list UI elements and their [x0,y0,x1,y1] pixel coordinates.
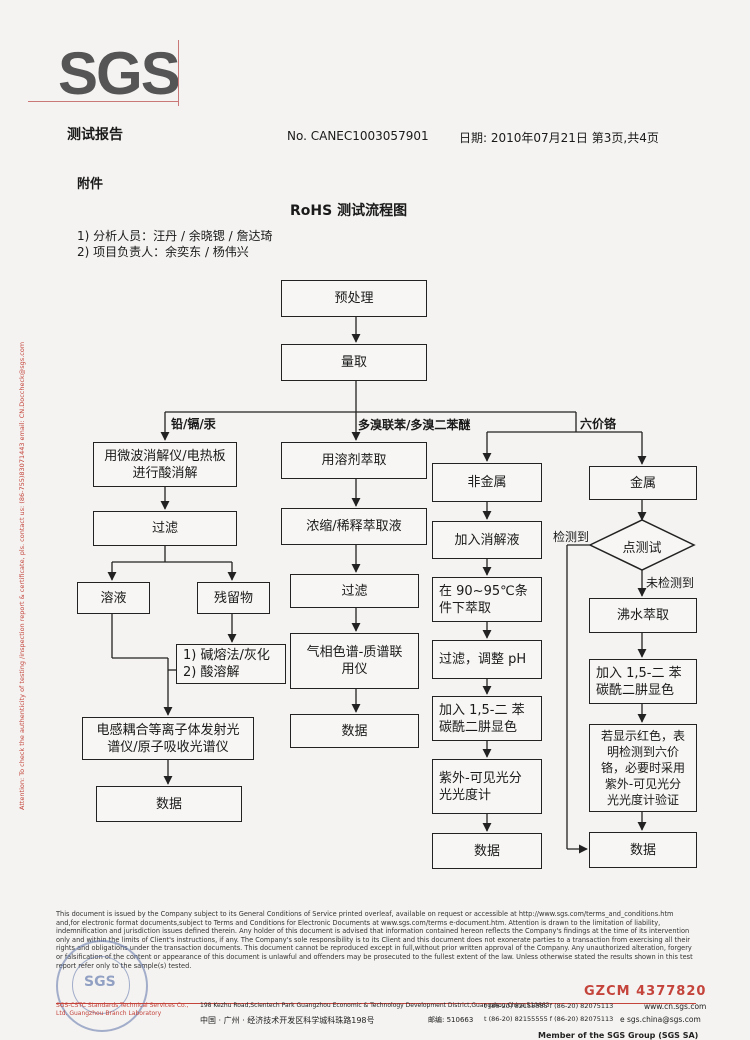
step-data-1: 数据 [96,786,242,822]
step-solvent-extraction: 用溶剂萃取 [281,442,427,479]
step-residue-treatment: 1) 碱熔法/灰化 2) 酸溶解 [176,644,286,684]
telephone-1: t (86-20) 82155555 f (86-20) 82075113 [484,1002,614,1010]
step-nonmetal: 非金属 [432,463,542,502]
step-data-2: 数据 [290,714,419,748]
step-metal: 金属 [589,466,697,500]
stamp-logo: SGS [84,974,116,990]
document-type: 测试报告 [67,127,123,143]
step-solution: 溶液 [77,582,150,614]
report-number: No. CANEC1003057901 [287,129,429,143]
step-filter-ph: 过滤，调整 pH [432,640,542,679]
step-acid-digestion: 用微波消解仪/电热板 进行酸消解 [93,442,237,487]
step-filter-1: 过滤 [93,511,237,546]
step-red-color-check: 若显示红色，表 明检测到六价 铬，必要时采用 紫外-可见光分 光光度计验证 [589,724,697,812]
step-uvvis: 紫外-可见光分 光光度计 [432,759,542,814]
postcode: 邮编: 510663 [428,1016,474,1024]
address-en: 198 Kezhu Road,Scientech Park Guangzhou … [200,1002,550,1009]
email: e sgs.china@sgs.com [620,1015,701,1024]
official-stamp-inner [72,956,130,1014]
step-pretreatment: 预处理 [281,280,427,317]
logo-rule [28,101,178,102]
address-cn: 中国 · 广州 · 经济技术开发区科学城科珠路198号 [200,1016,375,1025]
step-measure: 量取 [281,344,427,381]
logo-rule-vertical [178,40,179,106]
label-detected: 检测到 [553,530,590,544]
step-gcms: 气相色谱-质谱联 用仪 [290,633,419,689]
branch-label-heavy-metals: 铅/镉/汞 [171,417,216,431]
step-add-dpc-2: 加入 1,5-二 苯 碳酰二肼显色 [589,659,697,704]
analysts: 1) 分析人员：汪丹 / 余晓锶 / 詹达琦 [77,229,273,243]
step-boiling-water-extraction: 沸水萃取 [589,598,697,633]
step-heat-extraction: 在 90~95℃条 件下萃取 [432,577,542,622]
terms-disclaimer: This document is issued by the Company s… [56,910,693,970]
step-add-digestion-solution: 加入消解液 [432,521,542,559]
official-stamp [56,940,148,1032]
sgs-logo: SGS [58,40,181,107]
chart-title: RoHS 测试流程图 [290,203,408,219]
project-managers: 2) 项目负责人：余奕东 / 杨伟兴 [77,245,249,259]
telephone-2: t (86-20) 82155555 f (86-20) 82075113 [484,1015,614,1023]
footer-rule [56,1003,696,1004]
step-add-dpc-1: 加入 1,5-二 苯 碳酰二肼显色 [432,696,542,741]
company-name: SGS-CSTC Standards Technical Services Co… [56,1002,189,1017]
member-note: Member of the SGS Group (SGS SA) [538,1031,699,1040]
step-filter-2: 过滤 [290,574,419,608]
step-data-3: 数据 [432,833,542,869]
gzcm-number: GZCM 4377820 [584,984,707,999]
date-page: 日期: 2010年07月21日 第3页,共4页 [459,131,659,145]
label-not-detected: 未检测到 [646,576,695,590]
step-concentrate: 浓缩/稀释萃取液 [281,508,427,545]
branch-label-pbb: 多溴联苯/多溴二苯醚 [358,418,471,432]
step-residue: 残留物 [197,582,270,614]
website: www.cn.sgs.com [644,1002,707,1011]
step-data-4: 数据 [589,832,697,868]
spot-test-diamond [588,519,696,571]
attachment-label: 附件 [77,177,104,192]
step-spot-test: 点测试 [622,541,662,556]
branch-label-cr6: 六价铬 [580,417,617,431]
step-icp-aas: 电感耦合等离子体发射光 谱仪/原子吸收光谱仪 [82,717,254,760]
flow-connectors [107,317,696,854]
